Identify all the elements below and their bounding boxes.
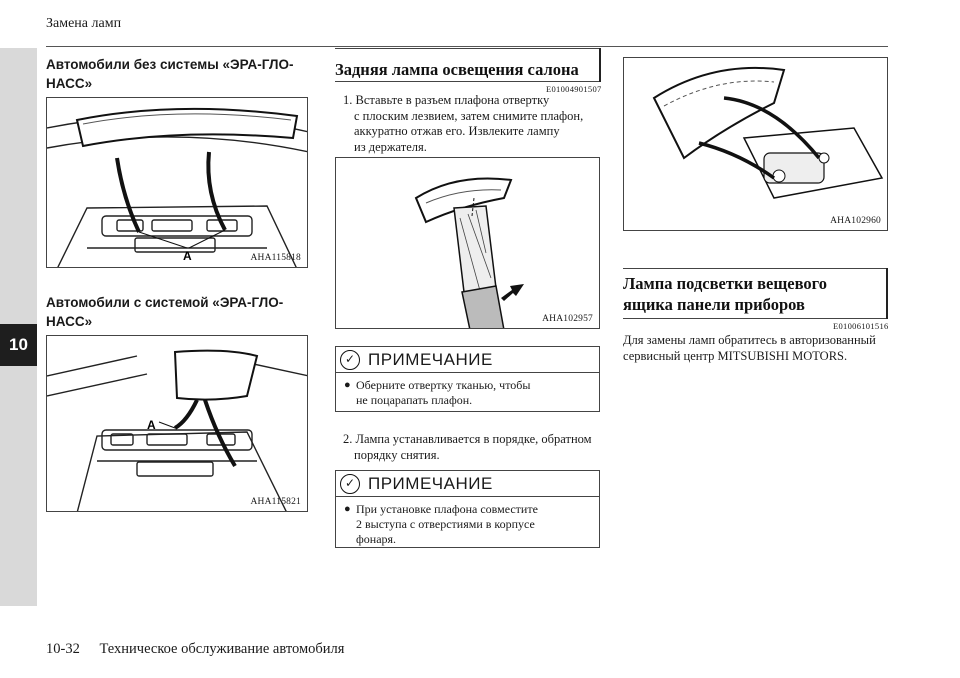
note-title: ПРИМЕЧАНИЕ bbox=[368, 349, 493, 369]
section-title-rear-interior-lamp: Задняя лампа освещения салона bbox=[335, 60, 579, 79]
section-rule-top bbox=[623, 268, 888, 269]
figure-rear-lamp-install: AHA102960 bbox=[623, 57, 888, 231]
figure-code: AHA115821 bbox=[250, 497, 301, 507]
header-rule bbox=[46, 46, 888, 47]
check-icon: ✓ bbox=[340, 349, 360, 370]
callout-a: A bbox=[183, 249, 192, 263]
note-wrap-screwdriver: ✓ ПРИМЕЧАНИЕ ● Оберните отвертку тканью,… bbox=[335, 346, 600, 412]
bullet-icon: ● bbox=[344, 503, 351, 515]
step-2-text: 2. Лампа устанавливается в порядке, обра… bbox=[343, 432, 592, 462]
figure-remove-rear-lamp: AHA102957 bbox=[335, 157, 600, 329]
running-title: Замена ламп bbox=[46, 16, 122, 31]
callout-a: A bbox=[147, 418, 156, 432]
glovebox-lamp-text: Для замены ламп обратитесь в авторизован… bbox=[623, 333, 876, 363]
page-number: 10-32 bbox=[46, 641, 80, 657]
section-rule-top bbox=[335, 48, 601, 49]
subheading-with-era: Автомобили с системой «ЭРА-ГЛО- НАСС» bbox=[46, 295, 284, 329]
figure-code: AHA102957 bbox=[542, 314, 593, 324]
section-code: E01006101516 bbox=[833, 321, 889, 331]
page-footer: 10-32 Техническое обслуживание автомобил… bbox=[46, 641, 344, 658]
figure-code: AHA115818 bbox=[250, 253, 301, 263]
screwdriver-removal-illustration bbox=[414, 177, 524, 328]
mirror-with-era-illustration: A bbox=[47, 349, 307, 511]
mirror-without-era-illustration: A bbox=[47, 107, 307, 267]
section-code: E01004901507 bbox=[546, 84, 602, 94]
section-rule-right bbox=[886, 268, 888, 319]
figure-mirror-with-era: A AHA115821 bbox=[46, 335, 308, 512]
note-install-tabs: ✓ ПРИМЕЧАНИЕ ● При установке плафона сов… bbox=[335, 470, 600, 548]
section-rule-bottom bbox=[335, 81, 601, 82]
footer-section-name: Техническое обслуживание автомобиля bbox=[99, 641, 345, 657]
bullet-icon: ● bbox=[344, 379, 351, 391]
check-icon: ✓ bbox=[340, 473, 360, 494]
figure-code: AHA102960 bbox=[830, 216, 881, 226]
lamp-housing-illustration bbox=[652, 67, 884, 199]
note-title: ПРИМЕЧАНИЕ bbox=[368, 473, 493, 493]
chapter-tab: 10 bbox=[0, 324, 37, 366]
figure-mirror-without-era: A AHA115818 bbox=[46, 97, 308, 268]
section-rule-right bbox=[599, 48, 601, 82]
section-title-glovebox-lamp: Лампа подсветки вещевого ящика панели пр… bbox=[623, 274, 827, 314]
step-1-text: 1. Вставьте в разъем плафона отвертку с … bbox=[343, 93, 584, 154]
subheading-without-era: Автомобили без системы «ЭРА-ГЛО- НАСС» bbox=[46, 57, 294, 91]
section-rule-bottom bbox=[623, 318, 888, 319]
